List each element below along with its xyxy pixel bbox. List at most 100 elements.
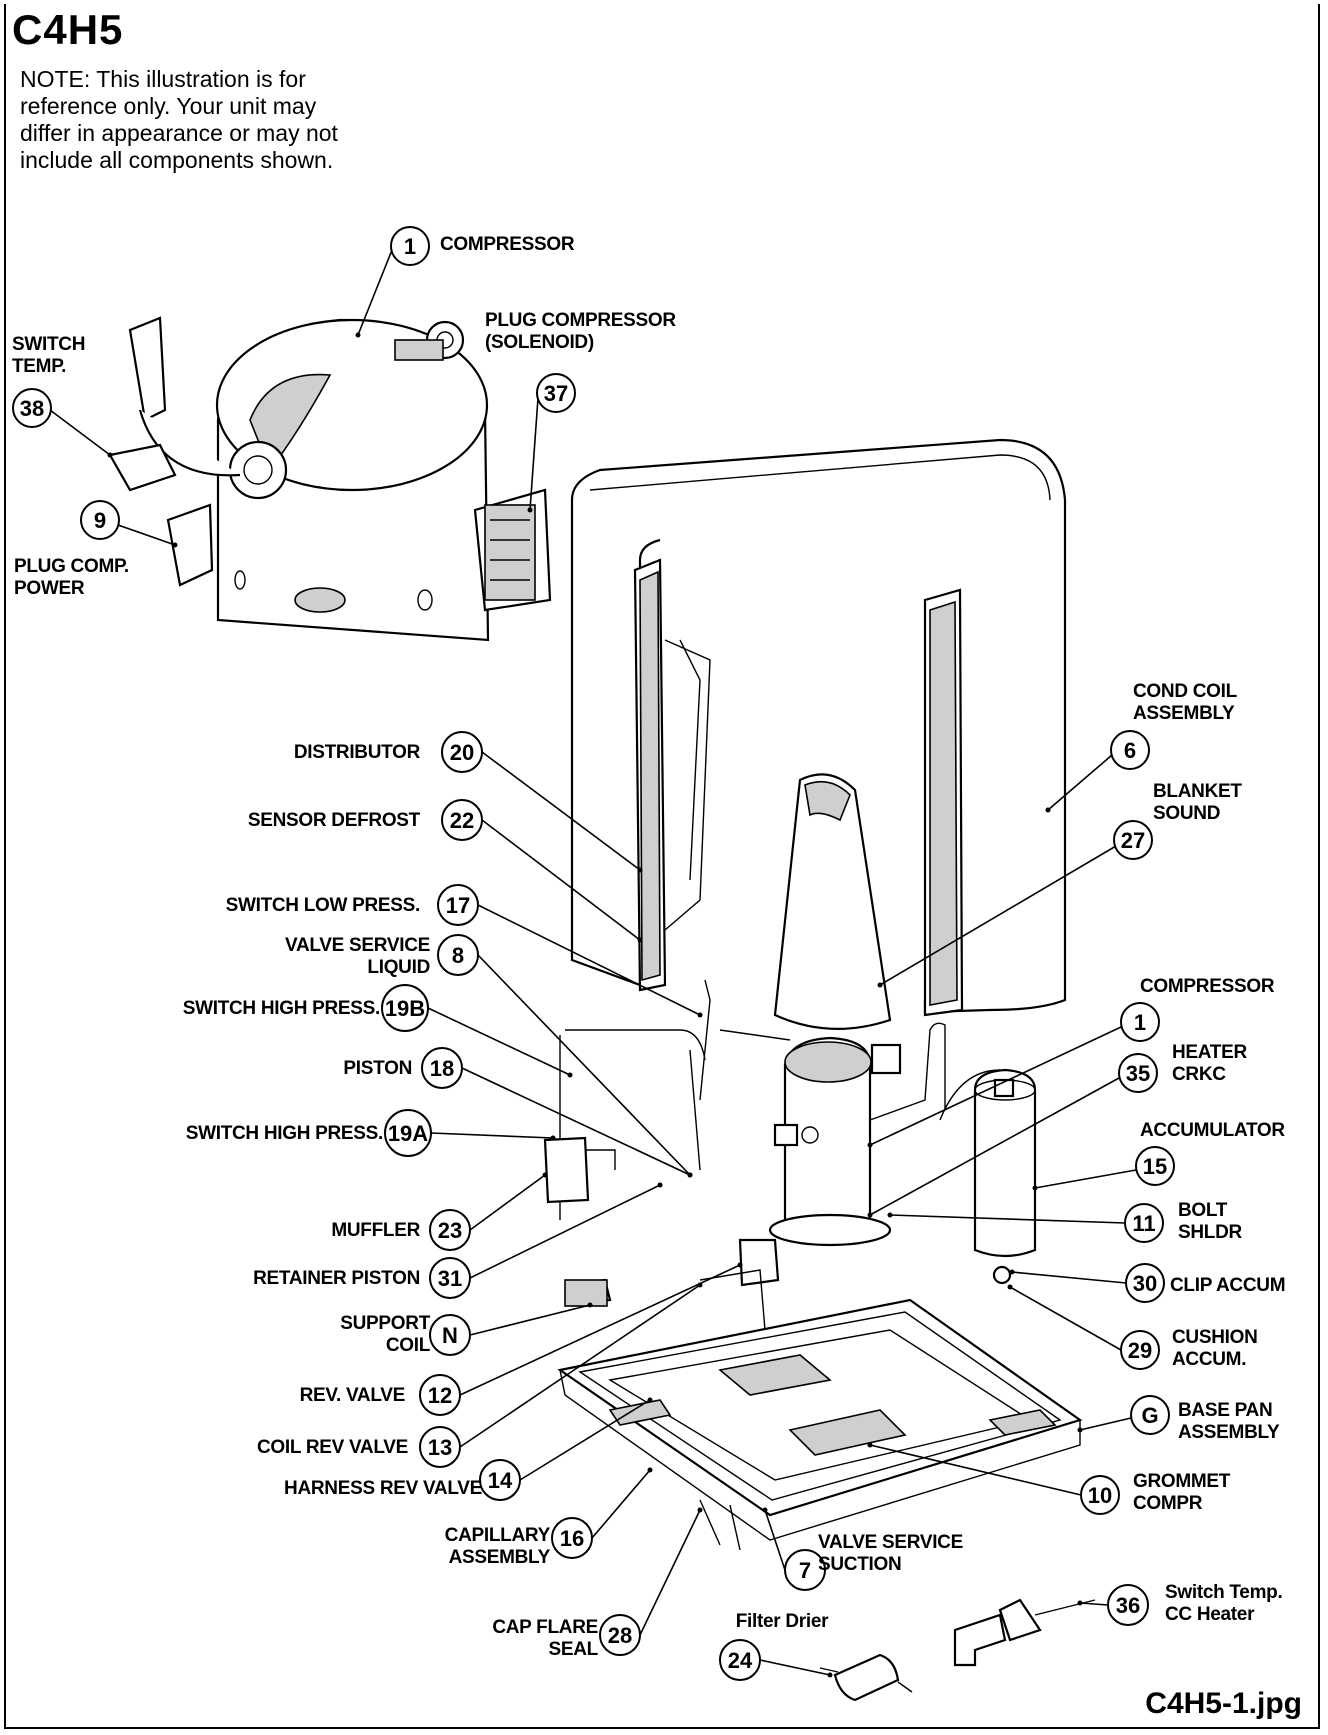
- callout-number: 12: [428, 1383, 452, 1408]
- callout-bubble: [441, 731, 483, 773]
- leader-tip: [172, 542, 178, 548]
- callout-bubble: [429, 1314, 471, 1356]
- leader-line: [1047, 754, 1113, 811]
- callout-label: SWITCH HIGH PRESS.: [186, 1123, 383, 1144]
- callout-number: 35: [1126, 1061, 1150, 1086]
- switch-temp-cc-heater-drawing: [953, 1598, 1096, 1667]
- callout-bubble: [80, 500, 120, 540]
- leader-tip: [647, 1467, 653, 1473]
- reference-note: NOTE: This illustration is for reference…: [20, 66, 380, 174]
- callout-bubble: [1125, 1263, 1165, 1303]
- leader-line: [430, 1132, 554, 1139]
- callout-bubble: [1113, 820, 1153, 860]
- leader-tip: [647, 1397, 653, 1403]
- callout-bubble: [12, 388, 52, 428]
- callout-number: 24: [728, 1648, 753, 1673]
- callout-label: Switch Temp.: [1165, 1582, 1282, 1603]
- condenser-coil-drawing: [570, 438, 1067, 1017]
- callout-bubble: [1135, 1146, 1175, 1186]
- callout-number: 38: [20, 396, 44, 421]
- leader-tip: [1077, 1600, 1083, 1606]
- callout-label: CC Heater: [1165, 1604, 1255, 1625]
- callout-bubble: [419, 1374, 461, 1416]
- callout-number: 17: [446, 893, 470, 918]
- leader-line: [869, 1444, 1082, 1496]
- callout-label: SWITCH LOW PRESS.: [226, 895, 420, 916]
- leader-tip: [827, 1672, 833, 1678]
- callout-bubble: [384, 1109, 432, 1157]
- leader-tip: [737, 1262, 743, 1268]
- leader-tip: [527, 507, 533, 513]
- leader-line: [591, 1469, 651, 1539]
- callout-label: CAPILLARY: [445, 1525, 551, 1546]
- leader-line: [461, 1067, 691, 1176]
- callout-label: REV. VALVE: [300, 1385, 405, 1406]
- callout-number: 23: [438, 1218, 462, 1243]
- callout-bubble: [437, 934, 479, 976]
- callout-label: SUCTION: [818, 1554, 901, 1575]
- leader-line: [869, 1026, 1122, 1146]
- callout-label: POWER: [14, 578, 85, 599]
- callout-number: N: [442, 1323, 458, 1348]
- callout-bubble: [1120, 1330, 1160, 1370]
- diagram-frame: [4, 4, 1320, 1729]
- callout-label: HARNESS REV VALVE: [284, 1478, 482, 1499]
- callout-number: 9: [94, 508, 106, 533]
- leader-tip: [1007, 1284, 1013, 1290]
- leader-line: [879, 845, 1117, 986]
- callout-label: COIL: [386, 1335, 431, 1356]
- callout-label: BASE PAN: [1178, 1400, 1272, 1421]
- callout-number: 19A: [388, 1121, 428, 1146]
- leader-tip: [637, 867, 643, 873]
- callout-bubble: [1118, 1053, 1158, 1093]
- inset-compressor-drawing: [108, 316, 552, 642]
- callout-bubble: [719, 1639, 761, 1681]
- leader-tip: [355, 332, 361, 338]
- leader-tip: [887, 1212, 893, 1218]
- callout-label: VALVE SERVICE: [285, 935, 430, 956]
- callout-number: 1: [404, 234, 416, 259]
- leader-tip: [1032, 1185, 1038, 1191]
- callout-number: 10: [1088, 1483, 1112, 1508]
- leader-tip: [687, 1172, 693, 1178]
- callout-bubble: [551, 1517, 593, 1559]
- leader-line: [1079, 1417, 1132, 1431]
- leader-line: [117, 524, 176, 546]
- callout-label: PLUG COMPRESSOR: [485, 310, 676, 331]
- leader-tip: [1077, 1427, 1083, 1433]
- note-line: differ in appearance or may not: [20, 120, 338, 146]
- callout-label: VALVE SERVICE: [818, 1532, 963, 1553]
- callout-label: DISTRIBUTOR: [294, 742, 421, 763]
- callout-number: 31: [438, 1266, 462, 1291]
- callout-label: Filter Drier: [736, 1611, 829, 1632]
- callout-number: 22: [450, 808, 474, 833]
- callout-label: COIL REV VALVE: [257, 1437, 408, 1458]
- callout-label: (SOLENOID): [485, 332, 594, 353]
- callout-c24: 24 Filter Drier: [719, 1611, 833, 1681]
- callout-label: ASSEMBLY: [1133, 703, 1235, 724]
- main-compressor-drawing: [768, 1036, 902, 1247]
- callout-label: COMPR: [1133, 1493, 1203, 1514]
- callout-number: 16: [560, 1526, 584, 1551]
- note-line: include all components shown.: [20, 147, 334, 173]
- callout-bubble: [437, 884, 479, 926]
- callout-number: 8: [452, 943, 464, 968]
- callout-bubble: [1124, 1203, 1164, 1243]
- file-name: C4H5-1.jpg: [1145, 1687, 1302, 1720]
- callout-label: ASSEMBLY: [1178, 1422, 1280, 1443]
- callout-label: HEATER: [1172, 1042, 1247, 1063]
- callout-bubble: [429, 1209, 471, 1251]
- callout-bubble: [1080, 1475, 1120, 1515]
- callout-bubble: [784, 1549, 826, 1591]
